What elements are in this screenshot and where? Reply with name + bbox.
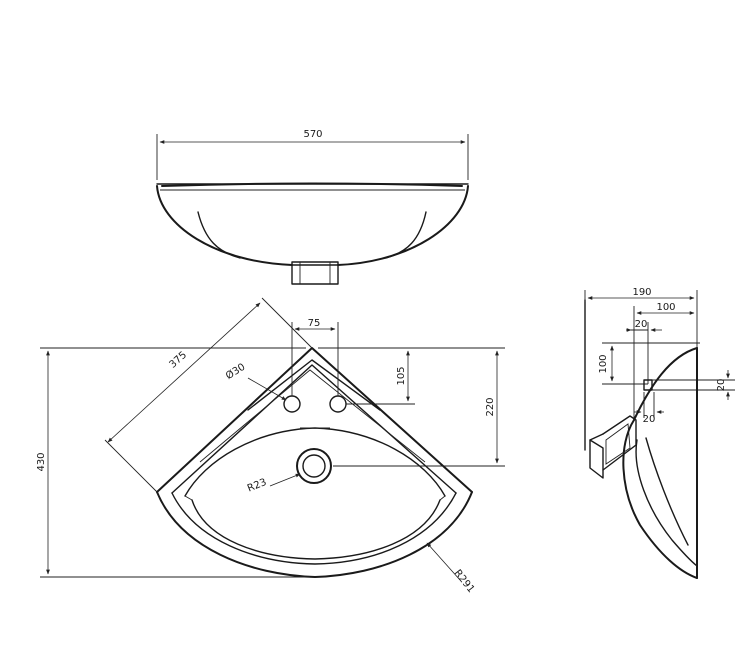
dim-drain-depth: 220 xyxy=(485,397,496,416)
dim-side-100-vertical: 100 xyxy=(598,354,609,373)
dim-side-100-horizontal: 100 xyxy=(656,302,675,313)
side-elevation: 190 100 20 100 20 20 xyxy=(584,287,735,579)
dim-tap-spacing: 75 xyxy=(308,318,321,329)
dim-total-depth: 430 xyxy=(36,452,47,471)
plan-view: 75 375 Ø30 105 220 430 R23 R291 xyxy=(36,297,505,595)
dim-top-width: 570 xyxy=(303,129,322,140)
dim-front-radius: R291 xyxy=(452,568,477,595)
dim-drain-radius: R23 xyxy=(246,477,268,495)
dim-tap-depth: 105 xyxy=(396,366,407,385)
front-elevation: 570 xyxy=(156,129,469,285)
dim-side-20-bottom: 20 xyxy=(643,414,656,425)
dim-diagonal-side: 375 xyxy=(168,350,190,371)
dim-side-overall: 190 xyxy=(632,287,651,298)
dim-tap-hole: Ø30 xyxy=(223,361,247,382)
dim-side-20-top: 20 xyxy=(635,319,648,330)
dim-side-20-right: 20 xyxy=(716,379,727,392)
